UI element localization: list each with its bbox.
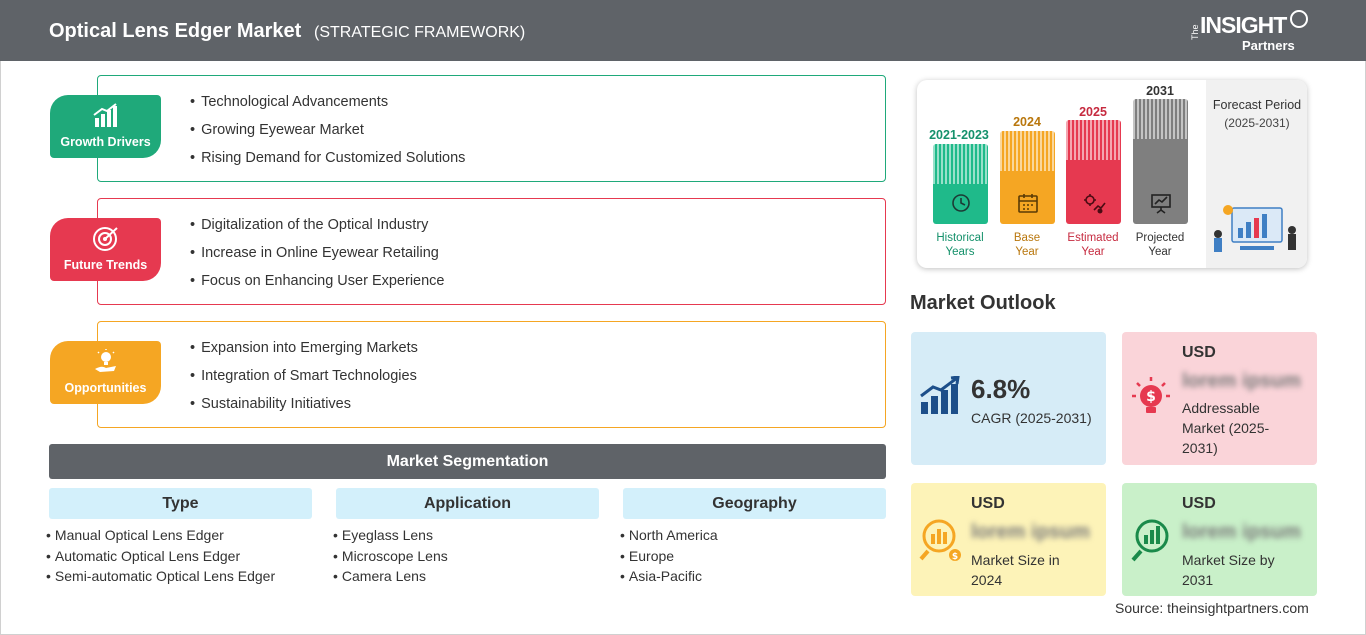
list-item: Expansion into Emerging Markets	[190, 338, 418, 366]
list-item: Increase in Online Eyewear Retailing	[190, 243, 445, 271]
list-item: Integration of Smart Technologies	[190, 366, 418, 394]
segment-heading-type: Type	[49, 488, 312, 519]
list-item: Manual Optical Lens Edger	[46, 525, 275, 546]
list-item: Automatic Optical Lens Edger	[46, 546, 275, 567]
market-size-2024-value: lorem ipsum	[971, 521, 1090, 543]
list-item: Digitalization of the Optical Industry	[190, 215, 445, 243]
future-trends-list: Digitalization of the Optical Industry I…	[190, 215, 445, 299]
future-trends-badge: Future Trends	[50, 218, 161, 281]
cagr-label: CAGR (2025-2031)	[971, 410, 1092, 426]
magnifier-chart-icon: $	[919, 519, 961, 562]
addressable-market-card: $ USD lorem ipsum Addressable Market (20…	[1122, 332, 1317, 465]
segment-heading-application: Application	[336, 488, 599, 519]
svg-text:$: $	[1146, 389, 1156, 405]
forecast-period-text: Forecast Period (2025-2031)	[1207, 98, 1307, 131]
addressable-value: lorem ipsum	[1182, 370, 1301, 392]
caption-line: Projected	[1135, 232, 1185, 244]
list-item: Eyeglass Lens	[333, 525, 448, 546]
market-outlook-title: Market Outlook	[910, 292, 1056, 314]
gear-chart-icon	[1084, 194, 1106, 214]
caption-line: Year	[1015, 246, 1039, 258]
header-bar: Optical Lens Edger Market (STRATEGIC FRA…	[0, 0, 1366, 61]
cagr-value: 6.8%	[971, 374, 1031, 404]
bar-growth-icon	[93, 103, 117, 127]
growth-drivers-label: Growth Drivers	[60, 135, 151, 149]
opportunities-badge: Opportunities	[50, 341, 161, 404]
source-credit: Source: theinsightpartners.com	[1115, 600, 1309, 616]
caption-line: Year	[1081, 246, 1105, 258]
caption-line: Base	[1013, 232, 1041, 244]
insight-partners-logo: The INSIGHT Partners	[1190, 10, 1320, 54]
market-size-2031-value: lorem ipsum	[1182, 521, 1301, 543]
timeline-caption-base: Base Year	[987, 231, 1067, 259]
caption-line: Estimated	[1067, 232, 1119, 244]
future-trends-label: Future Trends	[63, 258, 148, 272]
list-item: Semi-automatic Optical Lens Edger	[46, 566, 275, 587]
list-item: North America	[620, 525, 718, 546]
forecast-period-label: Forecast Period	[1212, 98, 1302, 112]
timeline-year-historical: 2021-2023	[929, 128, 989, 142]
market-segmentation-title: Market Segmentation	[49, 444, 886, 479]
history-icon	[952, 194, 970, 212]
calendar-icon	[1018, 194, 1038, 213]
list-item: Growing Eyewear Market	[190, 120, 465, 148]
addressable-currency: USD	[1182, 344, 1216, 361]
market-size-2024-card: $ USD lorem ipsum Market Size in 2024	[911, 483, 1106, 596]
list-item: Technological Advancements	[190, 92, 465, 120]
future-trends-box: Digitalization of the Optical Industry I…	[97, 198, 886, 305]
timeline-year-estimated: 2025	[1079, 105, 1107, 119]
timeline-caption-historical: Historical Years	[920, 231, 1000, 259]
timeline-year-projected: 2031	[1146, 84, 1174, 98]
growth-drivers-badge: Growth Drivers	[50, 95, 161, 158]
forecast-period-range: (2025-2031)	[1224, 116, 1290, 130]
growth-chart-icon	[920, 376, 960, 414]
dollar-bulb-icon: $	[1132, 377, 1170, 413]
magnifier-growth-icon	[1131, 519, 1169, 562]
timeline-year-base: 2024	[1013, 115, 1041, 129]
caption-line: Years	[945, 246, 975, 258]
timeline-caption-projected: Projected Year	[1120, 231, 1200, 259]
growth-drivers-box: Technological Advancements Growing Eyewe…	[97, 75, 886, 182]
list-item: Focus on Enhancing User Experience	[190, 271, 444, 299]
market-size-2024-label: Market Size in 2024	[971, 552, 1060, 588]
target-icon	[93, 227, 118, 251]
list-item: Rising Demand for Customized Solutions	[190, 148, 465, 176]
timeline-bar-projected	[1133, 99, 1188, 224]
list-item: Asia-Pacific	[620, 566, 718, 587]
segment-heading-geography: Geography	[623, 488, 886, 519]
logo-the-text: The	[1190, 24, 1200, 40]
list-item: Camera Lens	[333, 566, 448, 587]
list-item: Europe	[620, 546, 718, 567]
caption-line: Year	[1148, 246, 1172, 258]
segment-list-type: Manual Optical Lens Edger Automatic Opti…	[46, 525, 275, 587]
market-size-2031-card: USD lorem ipsum Market Size by 2031	[1122, 483, 1317, 596]
timeline-caption-estimated: Estimated Year	[1053, 231, 1133, 259]
cagr-card: 6.8% CAGR (2025-2031)	[911, 332, 1106, 465]
addressable-label: Addressable Market (2025-2031)	[1182, 400, 1270, 456]
logo-ring-icon	[1290, 10, 1308, 28]
growth-drivers-list: Technological Advancements Growing Eyewe…	[190, 92, 465, 176]
logo-partners-text: Partners	[1242, 38, 1295, 53]
list-item: Microscope Lens	[333, 546, 448, 567]
analytics-people-icon	[1214, 205, 1296, 252]
market-size-2024-currency: USD	[971, 495, 1005, 512]
logo-insight-text: INSIGHT	[1200, 12, 1287, 38]
list-item: Sustainability Initiatives	[190, 394, 418, 422]
opportunities-box: Expansion into Emerging Markets Integrat…	[97, 321, 886, 428]
market-size-2031-label: Market Size by 2031	[1182, 552, 1275, 588]
segment-list-geography: North America Europe Asia-Pacific	[620, 525, 718, 587]
page-title: Optical Lens Edger Market	[49, 20, 302, 42]
opportunities-label: Opportunities	[64, 381, 147, 395]
segment-list-application: Eyeglass Lens Microscope Lens Camera Len…	[333, 525, 448, 587]
presentation-icon	[1151, 194, 1171, 214]
page-subtitle: (STRATEGIC FRAMEWORK)	[314, 24, 526, 41]
opportunities-list: Expansion into Emerging Markets Integrat…	[190, 338, 418, 422]
svg-text:$: $	[952, 552, 958, 562]
timeline-bar-estimated	[1066, 120, 1121, 224]
caption-line: Historical	[936, 232, 984, 244]
market-size-2031-currency: USD	[1182, 495, 1216, 512]
lightbulb-hand-icon	[95, 349, 116, 372]
